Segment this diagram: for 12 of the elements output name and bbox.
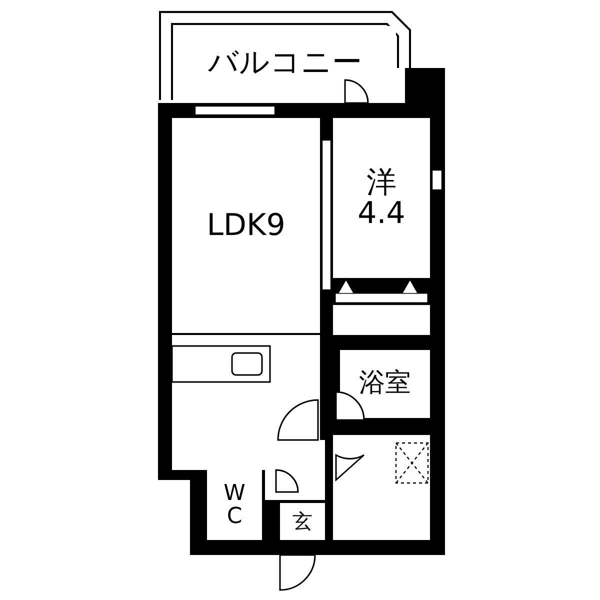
- room-label: 洋: [366, 166, 396, 198]
- room-floor: [207, 470, 262, 540]
- room-floor: [340, 350, 430, 418]
- room-floor: [280, 503, 325, 540]
- room-label: 4.4: [358, 198, 406, 230]
- room-label: W C: [222, 482, 246, 528]
- room-label: LDK9: [206, 210, 286, 242]
- room-label: 浴室: [359, 370, 411, 398]
- room-label: バルコニー: [208, 47, 362, 79]
- room-label: 玄: [292, 511, 312, 532]
- washroom-floor: [333, 435, 430, 540]
- room-floor: [172, 118, 320, 333]
